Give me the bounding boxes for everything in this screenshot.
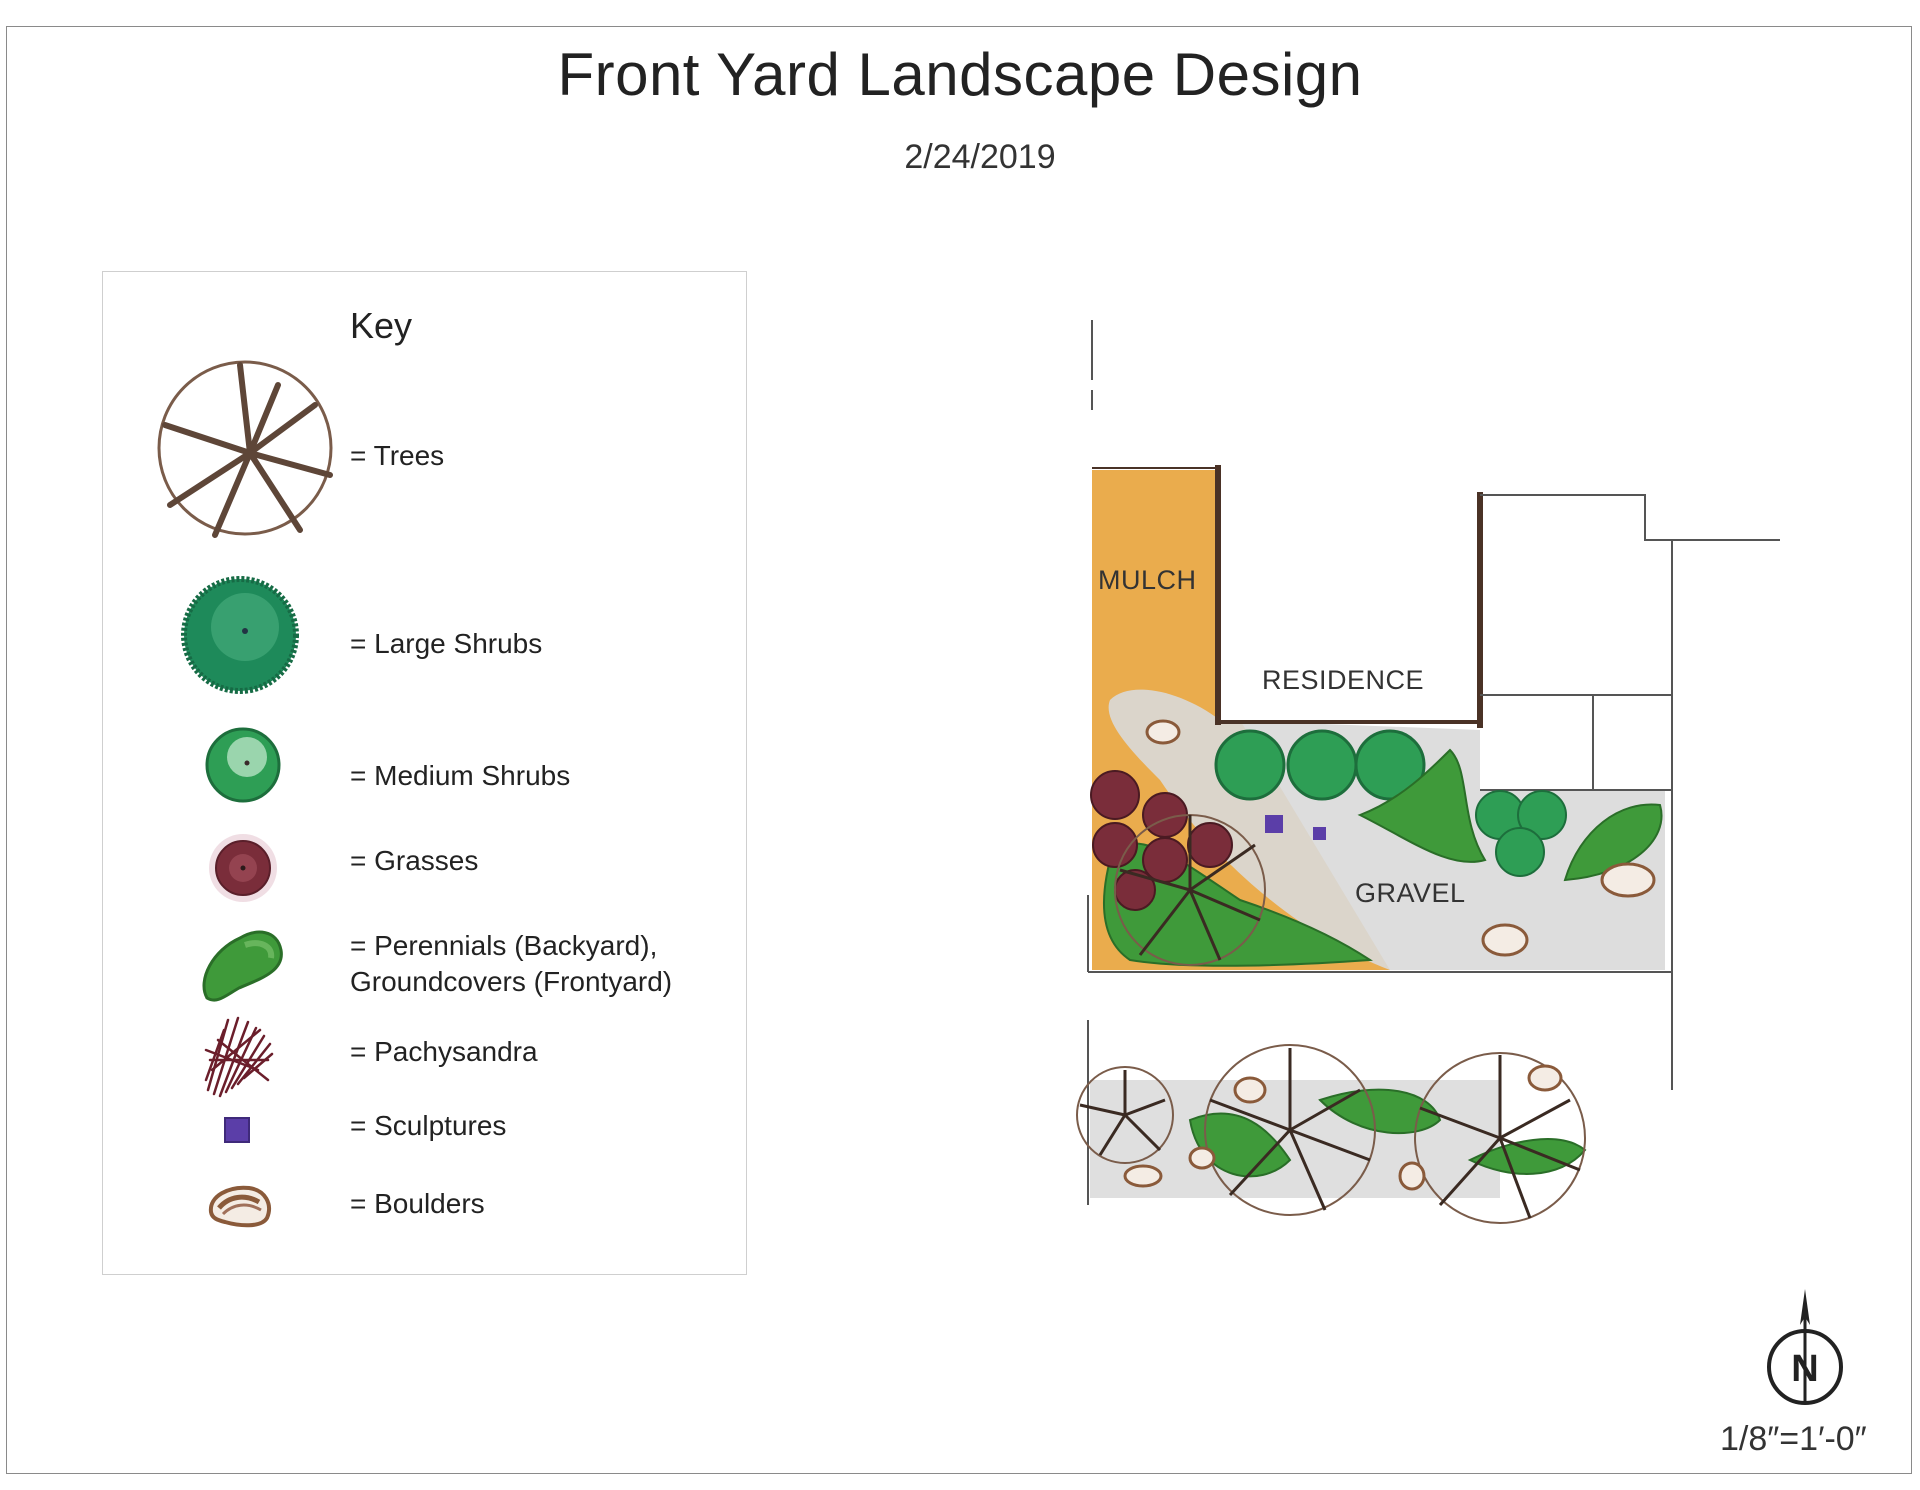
plan-label-gravel: GRAVEL <box>1355 878 1466 908</box>
medium-shrub-icon <box>205 727 281 803</box>
pachysandra-icon <box>204 1016 274 1098</box>
legend-label-grasses: = Grasses <box>350 845 479 876</box>
sculpture-icon <box>224 1117 250 1143</box>
legend-label-sculptures: = Sculptures <box>350 1110 507 1141</box>
legend-label-perennials: = Perennials (Backyard), <box>350 930 658 961</box>
drawing-date: 2/24/2019 <box>904 138 1056 176</box>
legend-label-medium-shrubs: = Medium Shrubs <box>350 760 571 791</box>
legend-label-pachysandra: = Pachysandra <box>350 1036 538 1067</box>
legend-label-large-shrubs: = Large Shrubs <box>350 628 543 659</box>
legend-label-groundcovers: Groundcovers (Frontyard) <box>350 966 673 997</box>
tree-icon <box>157 360 333 538</box>
plan-label-mulch: MULCH <box>1098 565 1197 595</box>
legend-label-trees: = Trees <box>350 440 445 471</box>
drawing-sheet-border <box>6 26 1912 1474</box>
perennial-icon <box>202 930 283 1002</box>
plan-label-residence: RESIDENCE <box>1262 665 1425 695</box>
mulch-bed <box>1092 470 1215 720</box>
north-letter: N <box>1791 1348 1818 1390</box>
legend-label-boulders: = Boulders <box>350 1188 485 1219</box>
grass-icon <box>209 834 277 902</box>
legend-title: Key <box>350 305 413 346</box>
north-arrow-icon: N <box>1767 1289 1843 1405</box>
page-title: Front Yard Landscape Design <box>557 41 1363 108</box>
site-plan-drawing <box>1076 320 1780 1224</box>
drawing-scale: 1/8″=1′-0″ <box>1720 1420 1867 1458</box>
boulder-icon <box>208 1185 271 1228</box>
site-plan: MULCH RESIDENCE GRAVEL <box>1040 300 1800 1260</box>
large-shrub-icon <box>181 576 299 694</box>
